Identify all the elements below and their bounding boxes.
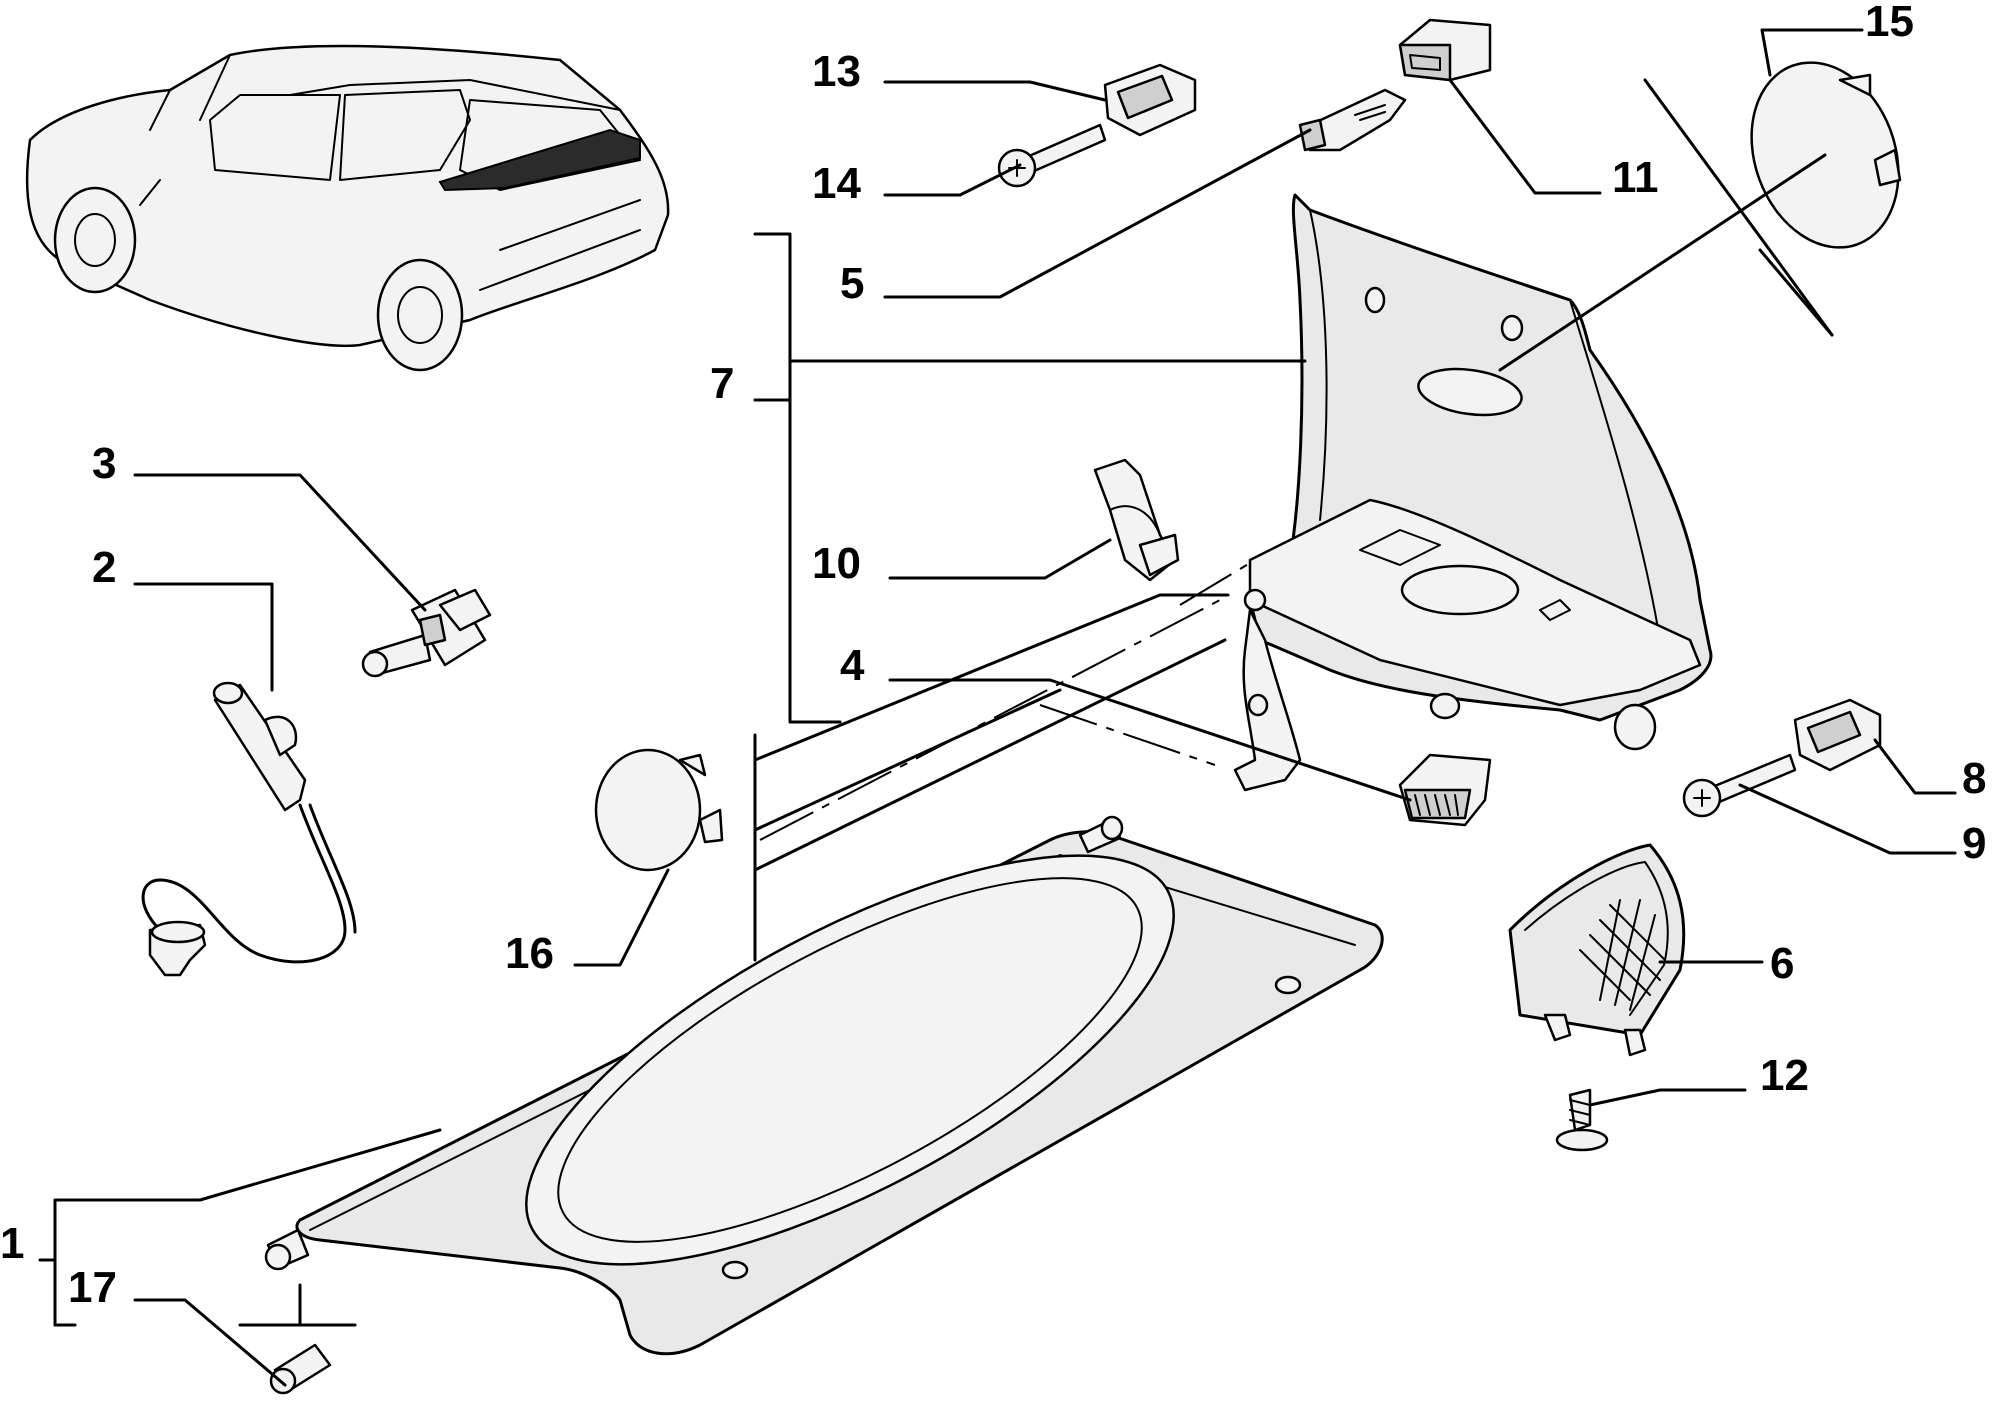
part-9-screw <box>1682 753 1797 818</box>
part-5-plug <box>1298 88 1407 152</box>
callout-7: 7 <box>710 359 734 408</box>
part-4-clip <box>1398 753 1492 827</box>
callout-11: 11 <box>1612 153 1659 202</box>
part-8-connector <box>1793 698 1882 772</box>
callout-13: 13 <box>812 47 861 96</box>
part-14-screw <box>997 123 1107 188</box>
callout-1: 1 <box>0 1219 24 1268</box>
callout-12: 12 <box>1760 1051 1809 1100</box>
callout-10: 10 <box>812 539 861 588</box>
part-13-connector <box>1103 63 1197 137</box>
part-1-parcel-shelf <box>264 815 1384 1356</box>
part-3-switch <box>361 588 492 678</box>
leader-lines <box>38 28 1957 1387</box>
callout-4: 4 <box>840 641 865 690</box>
part-10-clip <box>1093 458 1180 582</box>
callout-5: 5 <box>840 259 864 308</box>
part-2-cable-bulb-holder <box>141 681 357 977</box>
callout-9: 9 <box>1962 819 1986 868</box>
part-7-side-trim-panel <box>1233 193 1713 792</box>
callout-16: 16 <box>505 929 554 978</box>
callout-8: 8 <box>1962 754 1986 803</box>
callout-3: 3 <box>92 439 116 488</box>
assembly-guide-lines <box>753 78 1834 962</box>
parcel-shelf-highlight <box>438 128 641 192</box>
callout-6: 6 <box>1770 939 1794 988</box>
part-16-cap <box>594 748 724 872</box>
callout-14: 14 <box>812 159 861 208</box>
part-12-screw <box>1555 1088 1609 1152</box>
part-11-guide <box>1398 18 1492 82</box>
part-17-pin <box>269 1343 332 1395</box>
callout-17: 17 <box>68 1263 117 1312</box>
part-6-corner-cover <box>1508 843 1686 1057</box>
callout-15: 15 <box>1865 0 1914 46</box>
callout-numbers: 1 2 3 4 5 6 7 8 9 10 11 12 13 14 15 16 1… <box>0 0 1986 1312</box>
vehicle-location-thumbnail <box>25 44 670 372</box>
callout-2: 2 <box>92 543 116 592</box>
